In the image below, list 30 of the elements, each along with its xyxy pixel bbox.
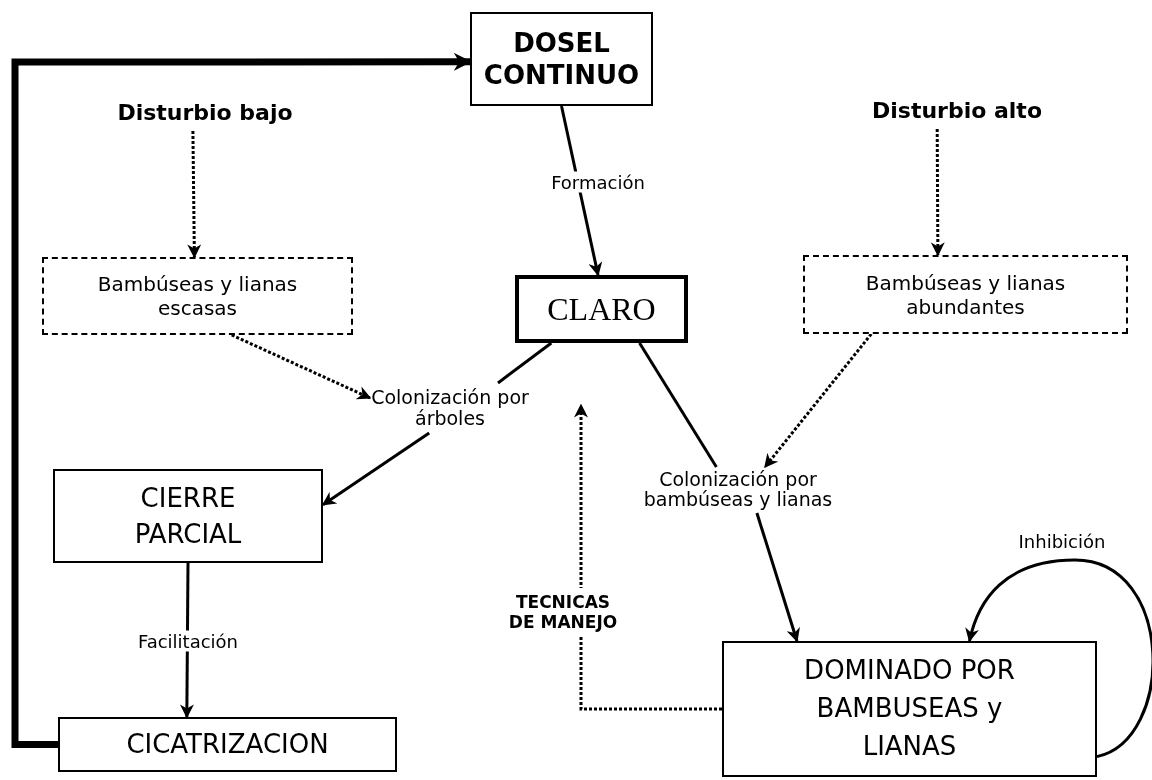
- box-label: CLARO: [547, 289, 656, 329]
- arrow: [231, 333, 372, 400]
- arrow: [755, 512, 800, 643]
- annotation-text: Disturbio alto: [847, 93, 1067, 129]
- arrow: [930, 129, 945, 257]
- box-label: DOMINADO POR BAMBUSEAS y LIANAS: [803, 654, 1016, 763]
- arrow: [11, 52, 472, 748]
- edge-label: TECNICAS DE MANEJO: [508, 588, 618, 636]
- box-label: Bambúseas y lianas abundantes: [864, 270, 1067, 319]
- annotation-text: Colonización por bambúseas y lianas: [603, 467, 873, 513]
- process-box: [53, 469, 323, 563]
- loop-arrow: [965, 558, 1152, 758]
- arrow: [763, 333, 873, 469]
- box-label: DOSEL CONTINUO: [482, 26, 641, 92]
- box-label: Bambúseas y lianas escasas: [96, 272, 299, 320]
- process-box: [470, 12, 653, 106]
- condition-box: [803, 255, 1128, 334]
- connector-line: [497, 341, 553, 385]
- box-label: CICATRIZACION: [126, 728, 329, 761]
- condition-box: [42, 257, 353, 335]
- process-box: [722, 641, 1097, 777]
- arrow: [574, 403, 722, 711]
- arrow: [560, 105, 603, 277]
- box-label: CIERRE PARCIAL: [133, 481, 243, 551]
- annotation-text: Colonización por árboles: [370, 383, 530, 433]
- connector-line: [638, 342, 718, 468]
- process-box: [58, 717, 397, 772]
- arrow: [187, 131, 202, 259]
- process-box: [515, 275, 688, 343]
- annotation-text: Disturbio bajo: [95, 95, 315, 131]
